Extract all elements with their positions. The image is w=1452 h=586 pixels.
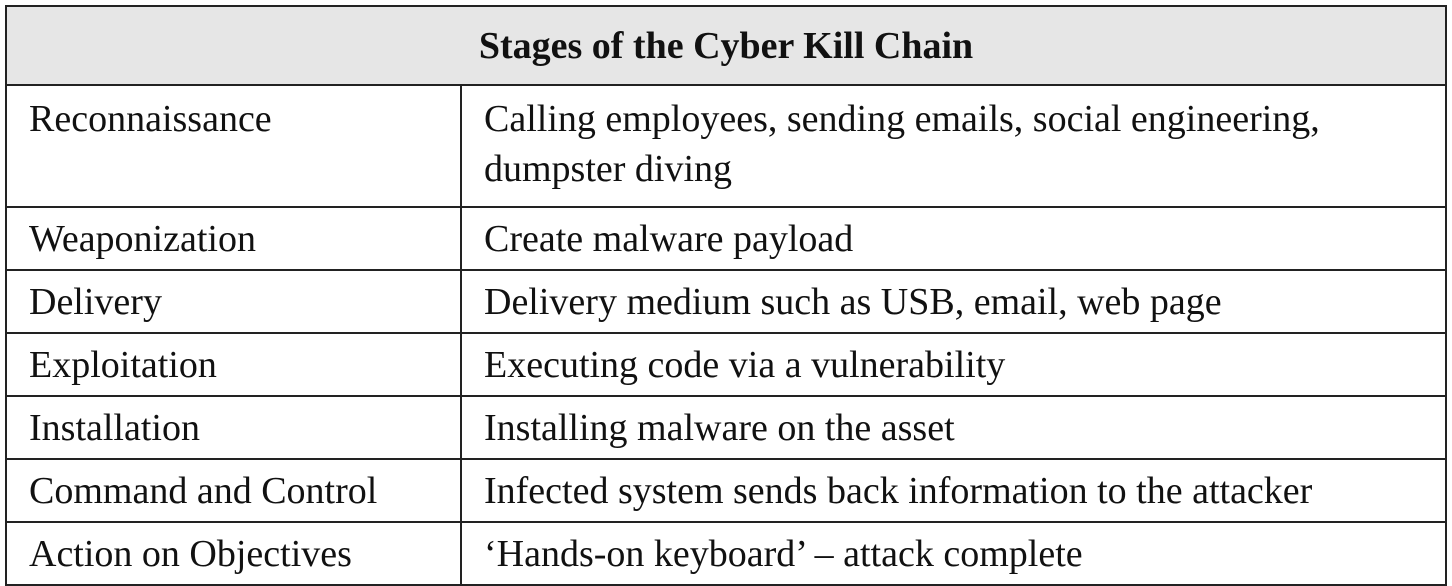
table-row: Exploitation Executing code via a vulner… [5,332,1447,397]
stage-cell: Weaponization [5,206,462,271]
table-row: Reconnaissance Calling employees, sendin… [5,84,1447,208]
kill-chain-table: Stages of the Cyber Kill Chain Reconnais… [5,5,1447,586]
table-row: Action on Objectives ‘Hands-on keyboard’… [5,521,1447,586]
stage-cell: Action on Objectives [5,521,462,586]
stage-cell: Exploitation [5,332,462,397]
stage-cell: Installation [5,395,462,460]
description-cell: Create malware payload [460,206,1447,271]
description-cell: Executing code via a vulnerability [460,332,1447,397]
table-row: Installation Installing malware on the a… [5,395,1447,460]
description-cell: Delivery medium such as USB, email, web … [460,269,1447,334]
table-title: Stages of the Cyber Kill Chain [5,5,1447,86]
table-row: Command and Control Infected system send… [5,458,1447,523]
stage-cell: Command and Control [5,458,462,523]
table-row: Delivery Delivery medium such as USB, em… [5,269,1447,334]
table-row: Weaponization Create malware payload [5,206,1447,271]
stage-cell: Reconnaissance [5,84,462,208]
stage-cell: Delivery [5,269,462,334]
description-cell: ‘Hands-on keyboard’ – attack complete [460,521,1447,586]
description-cell: Infected system sends back information t… [460,458,1447,523]
description-cell: Calling employees, sending emails, socia… [460,84,1447,208]
description-cell: Installing malware on the asset [460,395,1447,460]
table-header-row: Stages of the Cyber Kill Chain [5,5,1447,86]
